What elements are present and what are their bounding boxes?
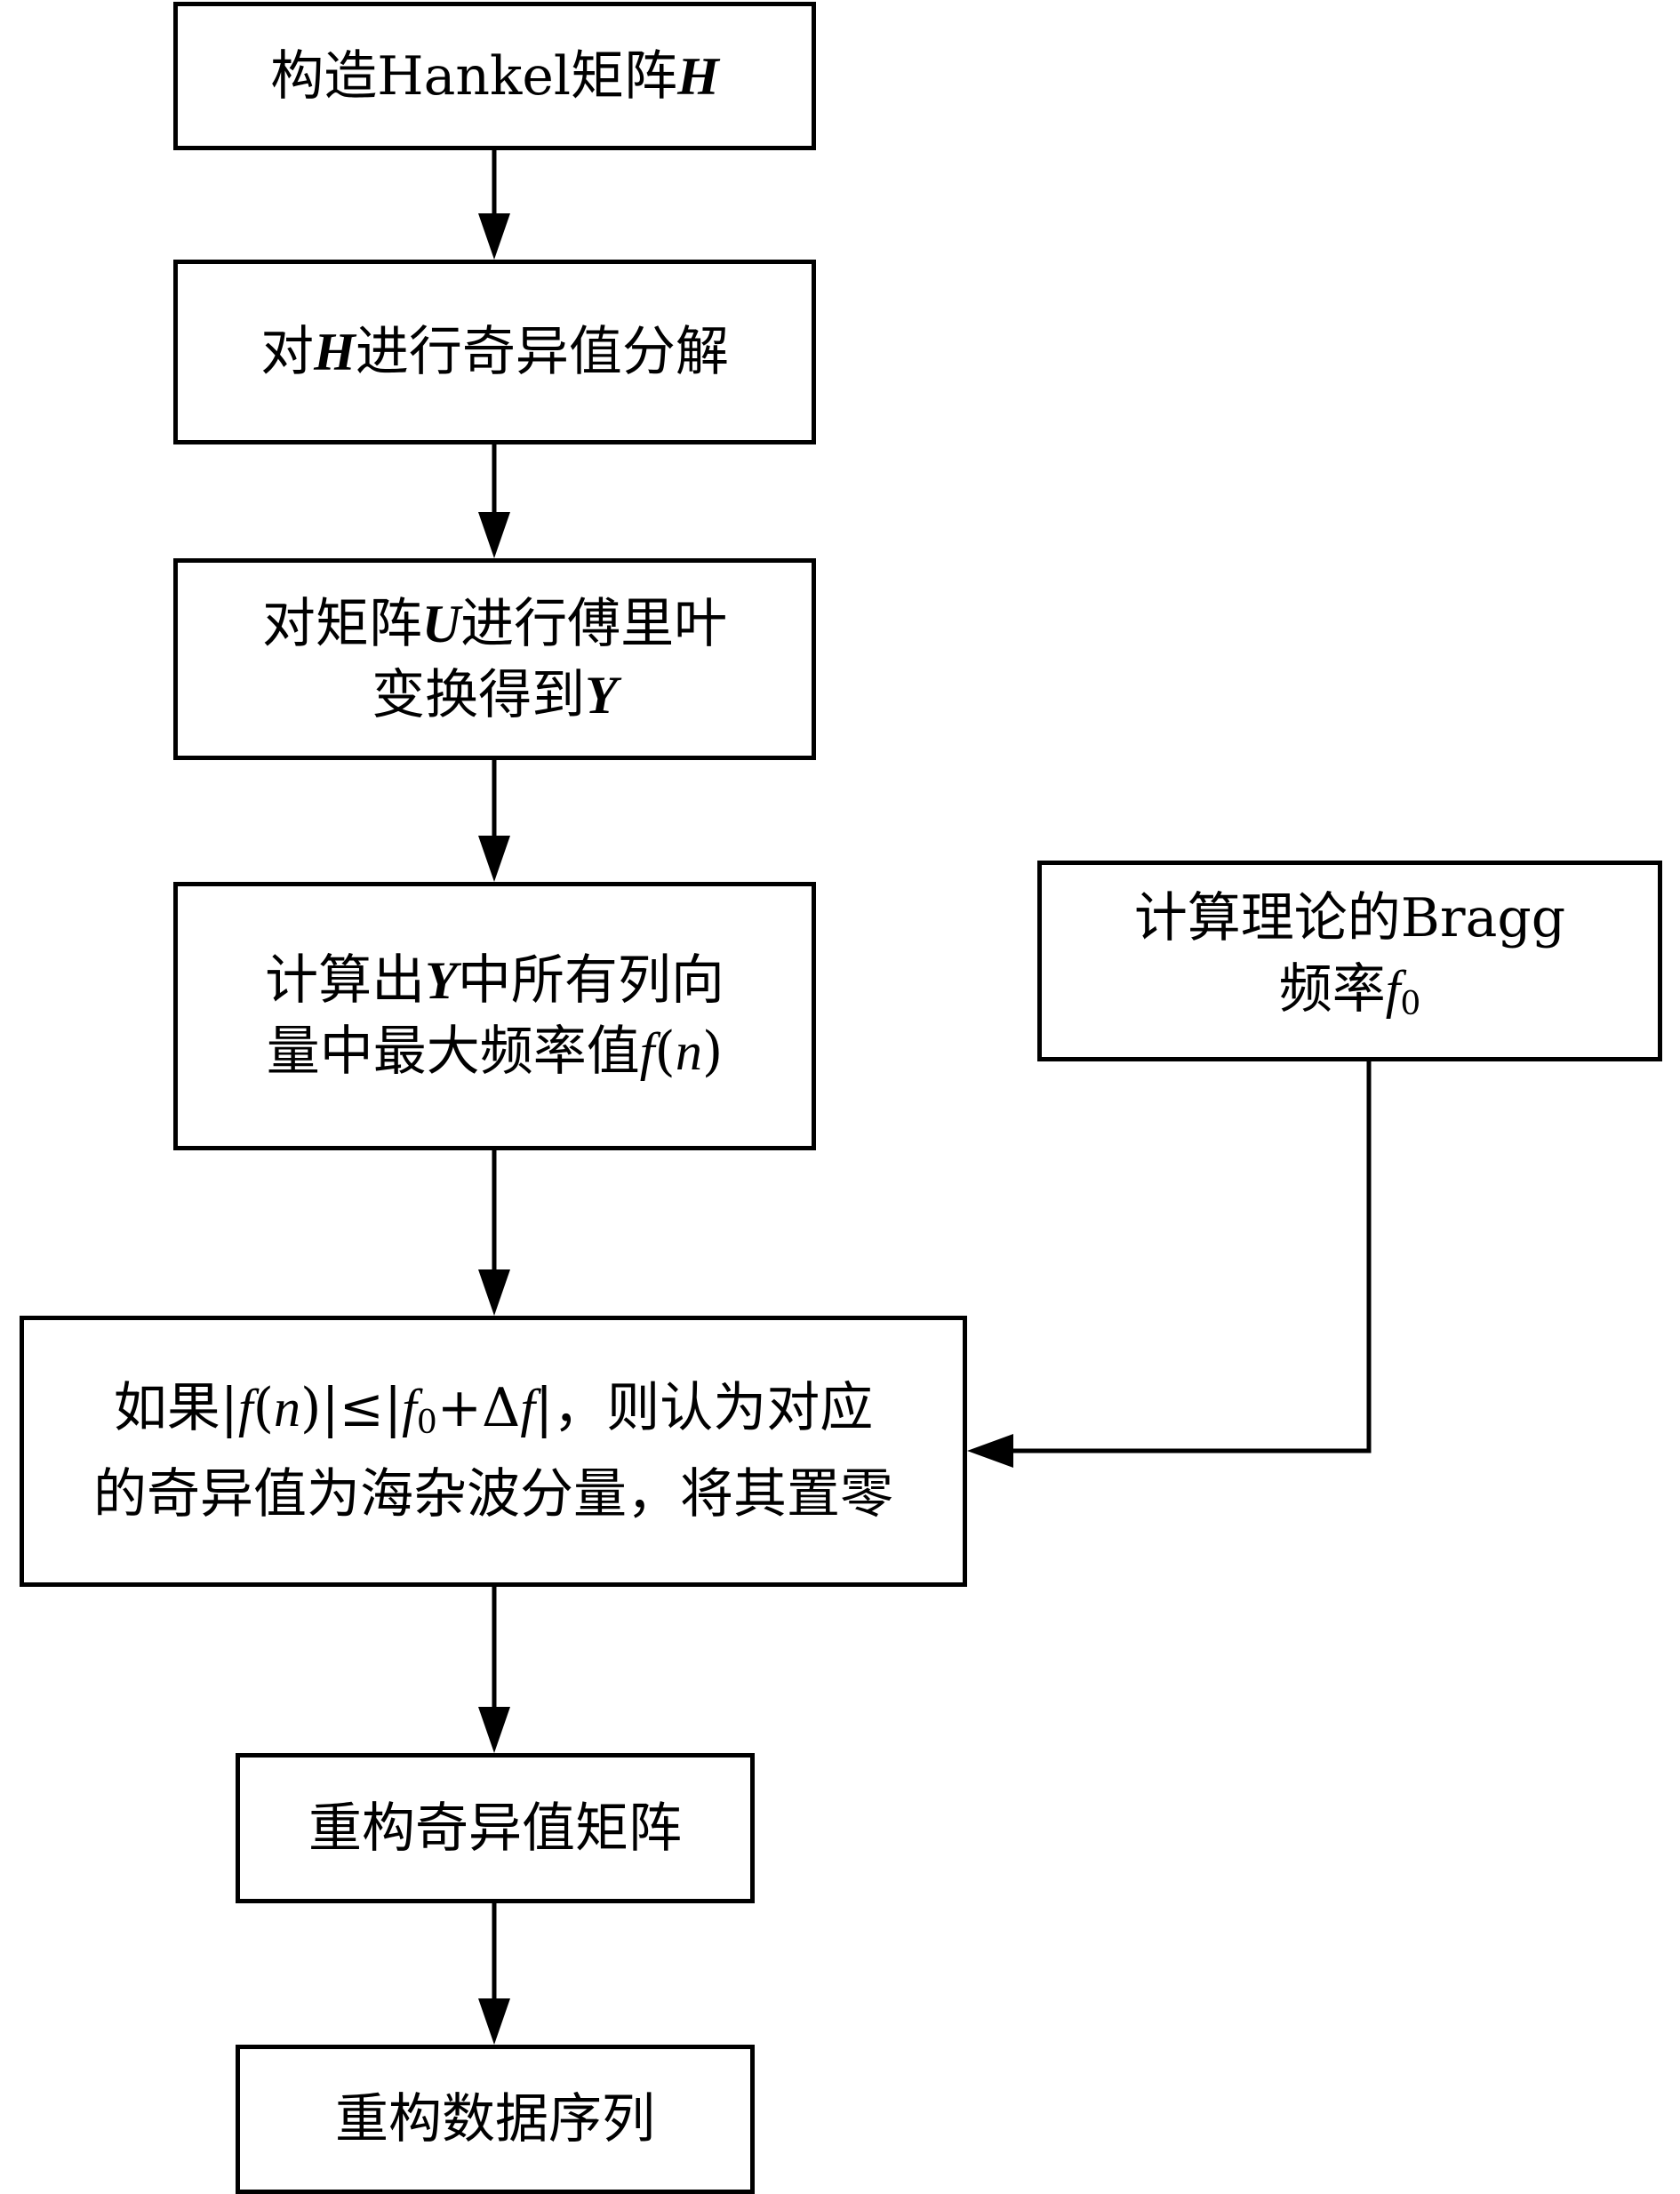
node-label: 重构奇异值矩阵 (308, 1793, 682, 1864)
node-threshold-zero: 如果|f(n)|≤|f0+Δf|，则认为对应的奇异值为海杂波分量，将其置零 (20, 1316, 967, 1587)
label-segment: 重构数据序列 (335, 2088, 655, 2150)
label-line: 变换得到Y (262, 660, 727, 731)
label-line: 量中最大频率值f(n) (265, 1016, 724, 1087)
label-segment: 量中最大频率值 (266, 1021, 640, 1083)
label-line: 计算出Y中所有列向 (265, 945, 724, 1016)
label-segment: 0 (416, 1405, 437, 1441)
label-segment: 重构奇异值矩阵 (308, 1797, 682, 1860)
label-segment: ( (252, 1377, 275, 1439)
label-segment: 进行傅里叶 (460, 592, 728, 655)
label-segment: H (677, 46, 719, 106)
node-svd: 对H进行奇异值分解 (173, 260, 816, 444)
label-line: 重构奇异值矩阵 (308, 1793, 682, 1864)
label-line: 对H进行奇异值分解 (260, 316, 729, 388)
label-segment: f (1385, 959, 1401, 1019)
label-segment: H (314, 323, 356, 381)
node-reconstruct-matrix: 重构奇异值矩阵 (236, 1753, 755, 1903)
arrowhead-icon (478, 1998, 510, 2045)
label-segment: 构造Hankel矩阵 (270, 44, 678, 108)
arrowhead-icon (478, 213, 510, 260)
arrowhead-icon (478, 1269, 510, 1316)
label-segment: |，则认为对应 (535, 1377, 874, 1439)
label-segment: 对矩阵 (261, 592, 422, 655)
label-segment: 0 (1400, 985, 1421, 1022)
label-segment: 的奇异值为海杂波分量，将其置零 (93, 1463, 893, 1525)
label-line: 频率f0 (1134, 954, 1565, 1040)
label-line: 对矩阵U进行傅里叶 (262, 589, 727, 660)
label-segment: )|≤| (300, 1377, 403, 1439)
edge-bragg-step5 (1013, 1061, 1372, 1453)
arrowhead-icon (967, 1434, 1013, 1468)
label-segment: Y (585, 665, 618, 725)
label-segment: 变换得到 (372, 663, 586, 726)
label-segment: ( (654, 1021, 676, 1083)
label-line: 的奇异值为海杂波分量，将其置零 (93, 1459, 893, 1530)
node-label: 如果|f(n)|≤|f0+Δf|，则认为对应的奇异值为海杂波分量，将其置零 (93, 1373, 893, 1530)
label-segment: ) (701, 1021, 724, 1083)
node-max-frequency: 计算出Y中所有列向量中最大频率值f(n) (173, 882, 816, 1150)
label-segment: U (421, 594, 461, 653)
label-segment: f (639, 1022, 655, 1081)
label-segment: 对 (260, 321, 315, 383)
label-segment: 如果| (113, 1377, 238, 1439)
label-segment: n (274, 1379, 301, 1437)
label-segment: n (675, 1022, 702, 1081)
label-segment: 计算出 (265, 949, 426, 1012)
node-label: 对矩阵U进行傅里叶变换得到Y (262, 589, 727, 731)
arrowhead-icon (478, 836, 510, 882)
label-line: 计算理论的Bragg (1134, 883, 1565, 954)
label-segment: f (402, 1379, 417, 1437)
label-segment: 频率 (1278, 957, 1386, 1021)
label-segment: 中所有列向 (457, 949, 724, 1012)
node-reconstruct-sequence: 重构数据序列 (236, 2045, 755, 2194)
label-line: 如果|f(n)|≤|f0+Δf|，则认为对应 (93, 1373, 893, 1459)
label-segment: +Δ (436, 1377, 521, 1439)
label-segment: 进行奇异值分解 (355, 321, 729, 383)
node-label: 计算出Y中所有列向量中最大频率值f(n) (265, 945, 724, 1087)
arrowhead-icon (478, 1707, 510, 1753)
label-segment: 计算理论的Bragg (1133, 886, 1566, 949)
node-construct-hankel: 构造Hankel矩阵H (173, 2, 816, 150)
node-label: 对H进行奇异值分解 (260, 316, 729, 388)
node-label: 重构数据序列 (335, 2084, 655, 2155)
label-line: 构造Hankel矩阵H (270, 41, 718, 112)
label-line: 重构数据序列 (335, 2084, 655, 2155)
node-label: 构造Hankel矩阵H (270, 41, 718, 112)
label-segment: f (520, 1379, 536, 1437)
arrowhead-icon (478, 512, 510, 558)
label-segment: f (237, 1379, 253, 1437)
label-segment: Y (425, 951, 458, 1010)
node-fourier-transform: 对矩阵U进行傅里叶变换得到Y (173, 558, 816, 760)
